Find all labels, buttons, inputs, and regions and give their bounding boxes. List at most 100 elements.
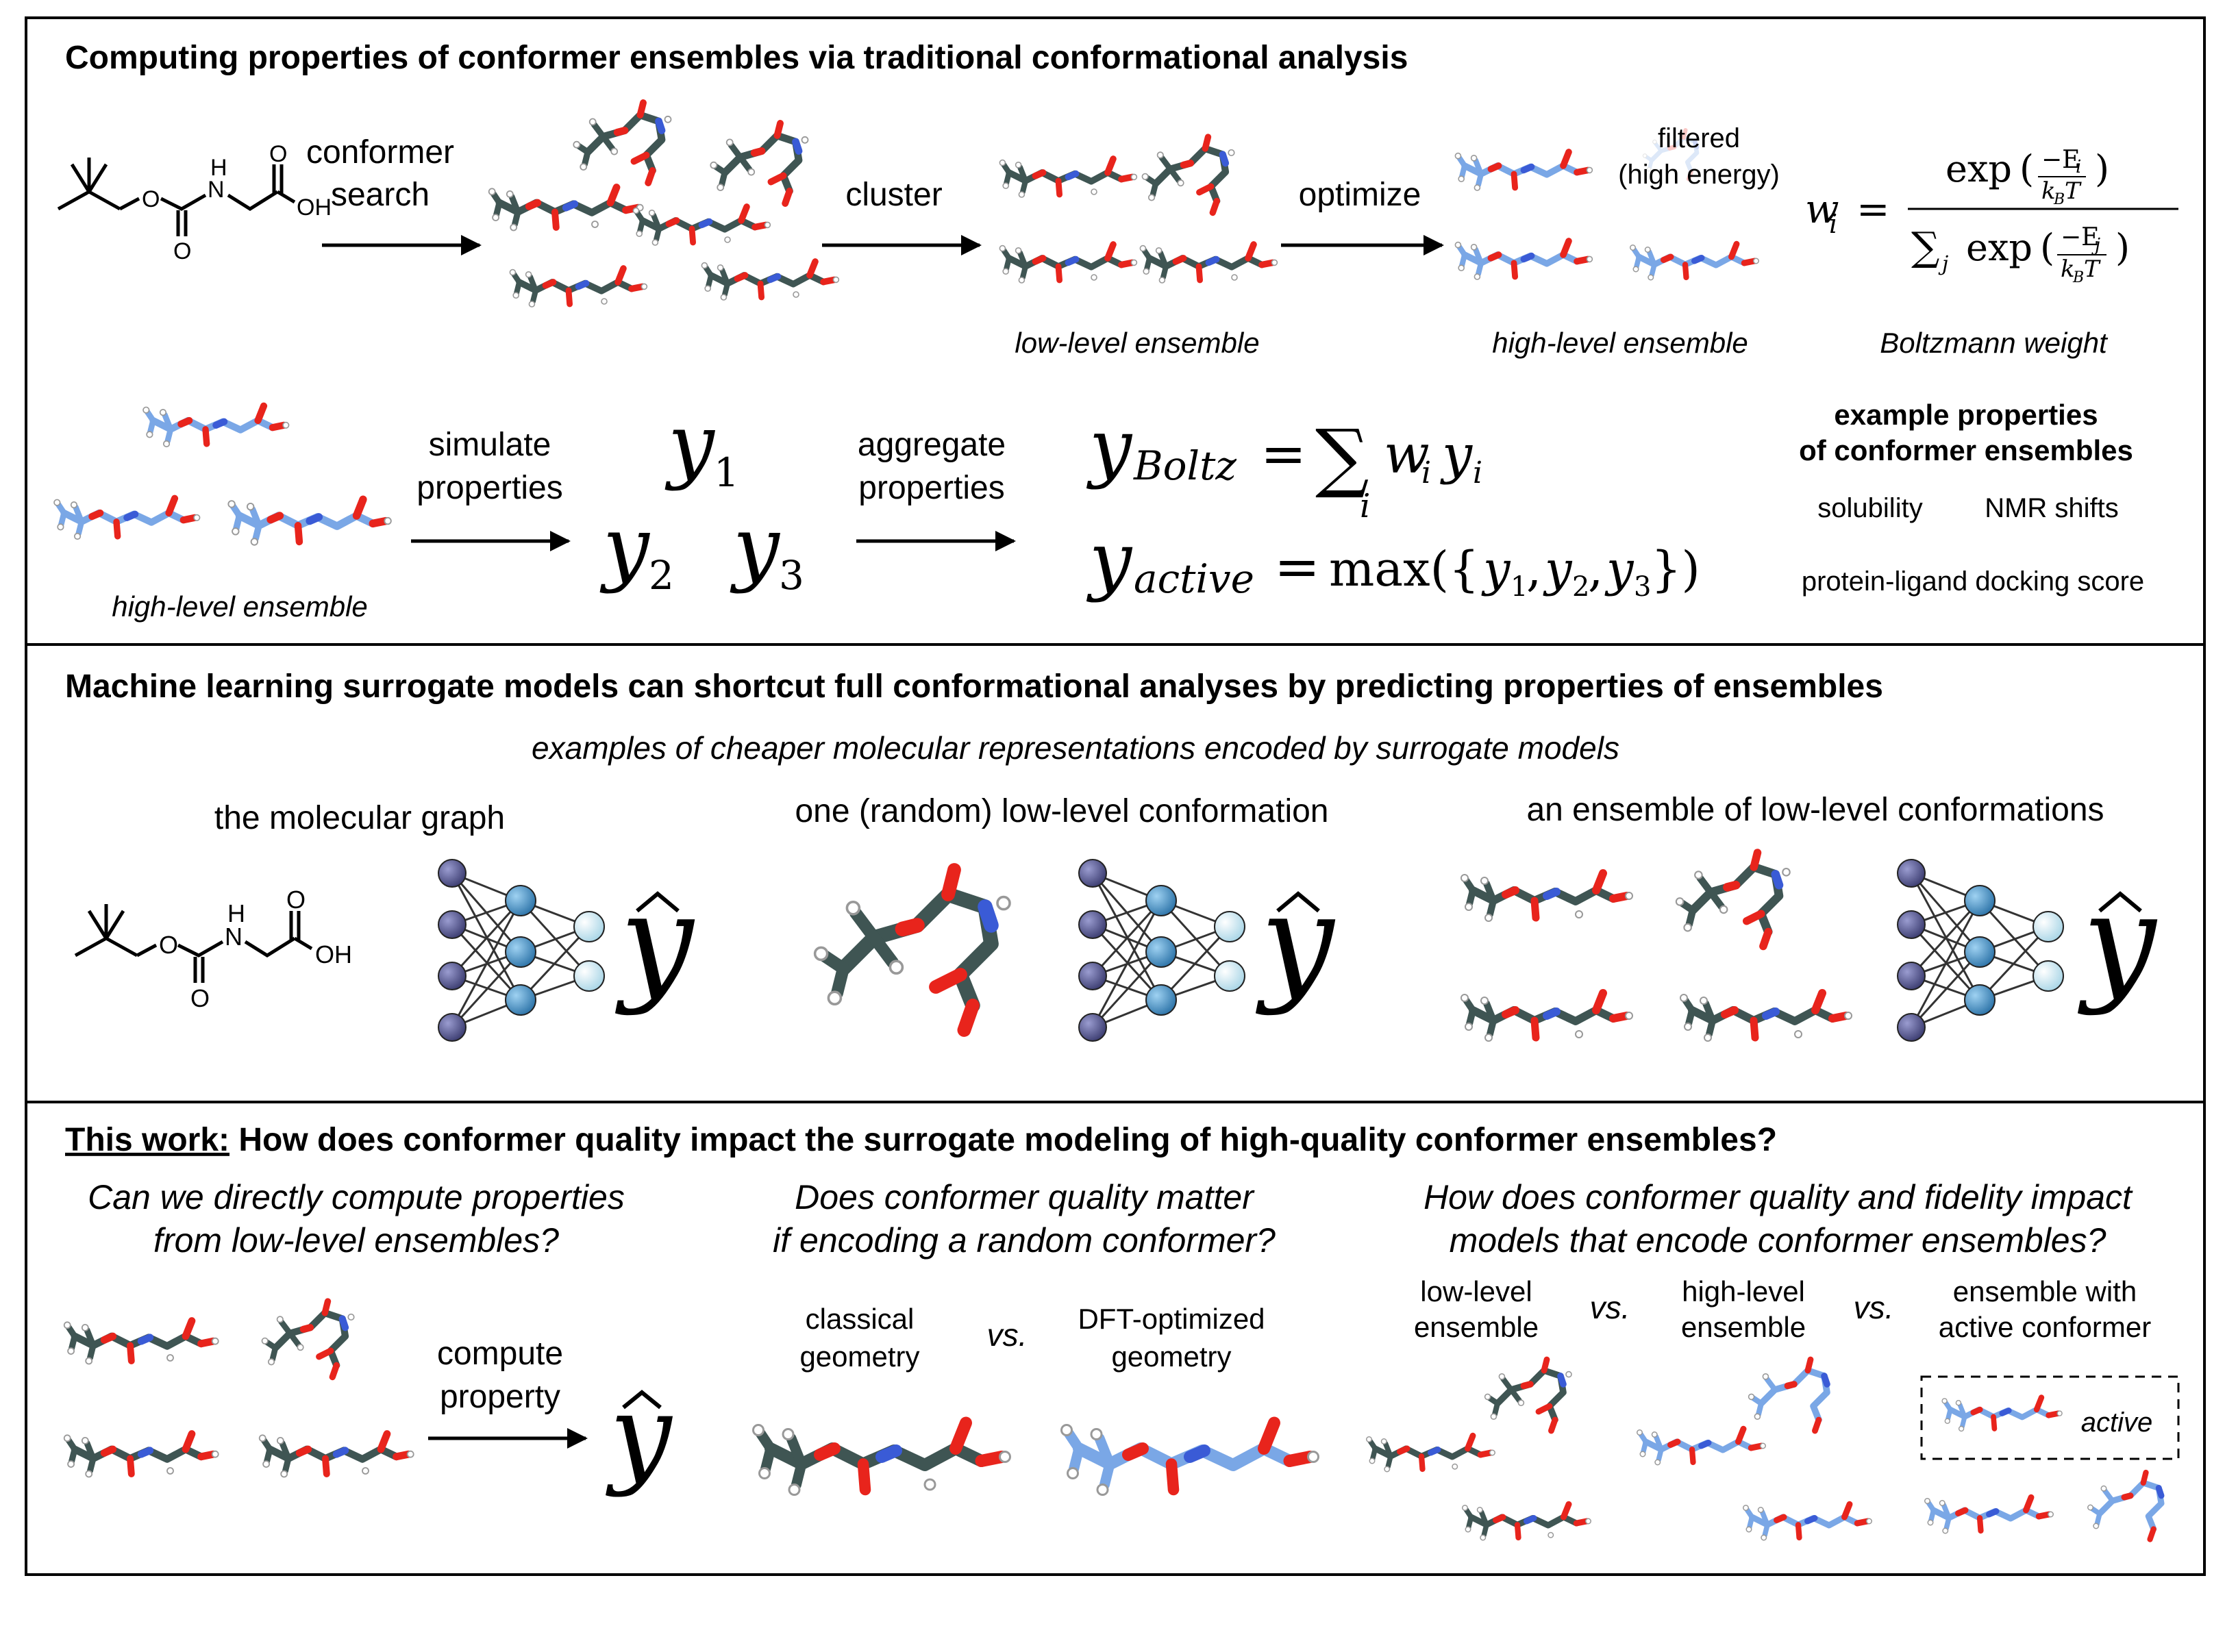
- label-classical-geometry: geometry: [799, 1340, 919, 1373]
- svg-text:(: (: [2040, 226, 2054, 269]
- svg-text:B: B: [2072, 269, 2084, 286]
- atom-label-o: O: [269, 141, 287, 167]
- boltzmann-weight-formula: w i = exp ( −E i k B T ) ∑ j exp ( −E j …: [1805, 146, 2178, 286]
- atom-label-oh: OH: [315, 940, 352, 968]
- filtered-note-reason: (high energy): [1618, 160, 1780, 190]
- svg-text:T: T: [2065, 177, 2082, 205]
- svg-text:y: y: [1543, 541, 1573, 597]
- arrow-label-compute: compute: [437, 1336, 563, 1372]
- svg-text:y: y: [1604, 541, 1634, 597]
- question-3-line1: How does conformer quality and fidelity …: [1424, 1178, 2133, 1216]
- svg-text:1: 1: [1511, 571, 1528, 603]
- example-property-solubility: solubility: [1817, 493, 1922, 523]
- atom-label-h: H: [227, 899, 245, 927]
- svg-text:−E: −E: [2041, 146, 2080, 174]
- low-level-ensemble: [999, 137, 1277, 283]
- y-hat-symbol: y: [614, 866, 695, 1017]
- panel3-title-prefix: This work:: [65, 1122, 229, 1158]
- atom-label-o: O: [190, 984, 210, 1012]
- svg-text:=: =: [1260, 422, 1306, 486]
- svg-text:,: ,: [1588, 541, 1603, 597]
- label-high-level: high-level: [1682, 1275, 1805, 1307]
- svg-text:2: 2: [649, 552, 674, 599]
- neural-network-icon: [437, 858, 606, 1042]
- svg-text:,: ,: [1526, 541, 1541, 597]
- property-values-y1-y2-y3: y 1 y 2 y 3: [599, 397, 804, 599]
- arrow-label-search: search: [331, 177, 430, 213]
- y-hat-symbol: y: [2077, 866, 2158, 1017]
- svg-text:y: y: [1255, 866, 1336, 1017]
- arrow-label-aggregate-properties: properties: [858, 470, 1004, 506]
- svg-text:3: 3: [1634, 571, 1651, 603]
- active-conformer: [1942, 1398, 2062, 1431]
- svg-text:(: (: [2019, 147, 2034, 190]
- label-active-conformer: active conformer: [1939, 1311, 2151, 1343]
- filtered-note: filtered: [1658, 123, 1740, 153]
- svg-text:active: active: [1134, 555, 1254, 602]
- svg-text:=: =: [1856, 186, 1890, 232]
- example-property-nmr: NMR shifts: [1985, 493, 2119, 523]
- question-1-line2: from low-level ensembles?: [153, 1221, 559, 1260]
- svg-text:B: B: [2053, 191, 2065, 208]
- panel3-frame: [25, 1101, 2206, 1576]
- aggregation-formulas: y Boltz = ∑ i w i y i y active = max({ y…: [1086, 403, 1700, 603]
- svg-text:=: =: [1274, 535, 1320, 599]
- question-1-line1: Can we directly compute properties: [88, 1178, 625, 1216]
- svg-text:Boltz: Boltz: [1133, 442, 1236, 489]
- vs-label: vs.: [1854, 1290, 1894, 1325]
- svg-text:y: y: [730, 500, 781, 595]
- svg-text:): ): [2115, 226, 2130, 269]
- atom-label-o: O: [286, 886, 306, 914]
- arrow-label-optimize: optimize: [1299, 177, 1421, 213]
- arrow-label-property: property: [440, 1379, 560, 1415]
- neural-network-icon: [1896, 858, 2065, 1042]
- svg-text:2: 2: [1572, 571, 1589, 603]
- svg-text:y: y: [1086, 403, 1133, 490]
- caption-high-level-ensemble: high-level ensemble: [1492, 327, 1748, 359]
- svg-text:y: y: [606, 1371, 673, 1499]
- label-low-level-ensemble: ensemble: [1414, 1311, 1539, 1343]
- example-property-docking: protein-ligand docking score: [1802, 566, 2144, 597]
- atom-label-o: O: [173, 238, 191, 264]
- rep-random-conformation-label: one (random) low-level conformation: [795, 793, 1328, 829]
- svg-text:i: i: [1473, 455, 1482, 490]
- active-conformer-box: [1920, 1375, 2180, 1460]
- panel2-subtitle: examples of cheaper molecular representa…: [532, 730, 1619, 766]
- svg-text:i: i: [1360, 487, 1370, 525]
- label-ensemble-with: ensemble with: [1953, 1275, 2137, 1307]
- panel3-title: This work: How does conformer quality im…: [65, 1122, 1777, 1158]
- low-level-ensemble-panel3-right: [1367, 1360, 1591, 1540]
- svg-text:}): }): [1651, 541, 1700, 597]
- atom-label-o: O: [142, 186, 160, 212]
- svg-text:y: y: [1440, 424, 1473, 486]
- atom-label-n: N: [208, 177, 225, 203]
- svg-text:y: y: [614, 866, 695, 1017]
- svg-text:y: y: [599, 500, 651, 595]
- atom-label-o: O: [159, 931, 178, 959]
- low-level-ensemble-panel2: [1461, 853, 1852, 1041]
- label-classical: classical: [806, 1303, 915, 1335]
- arrow-label-cluster: cluster: [845, 177, 942, 213]
- svg-text:exp: exp: [1946, 147, 2012, 190]
- conformer-search-cloud: [489, 103, 839, 307]
- svg-text:y: y: [664, 397, 716, 492]
- arrow-label-conformer: conformer: [306, 134, 454, 171]
- panel3-title-rest: How does conformer quality impact the su…: [229, 1122, 1777, 1158]
- example-properties-title: example properties: [1834, 399, 2098, 431]
- ensemble-with-active: [1925, 1473, 2161, 1540]
- svg-text:i: i: [1829, 209, 1837, 239]
- y-hat-symbol: y: [606, 1371, 673, 1499]
- caption-boltzmann-weight: Boltzmann weight: [1880, 327, 2109, 359]
- svg-text:1: 1: [714, 449, 739, 496]
- example-properties-title-2: of conformer ensembles: [1799, 434, 2133, 466]
- boc-glycine-skeletal-formula: O O N H O OH: [58, 141, 332, 264]
- label-dft-optimized: DFT-optimized: [1078, 1303, 1265, 1335]
- atom-label-n: N: [225, 923, 243, 951]
- svg-text:k: k: [2061, 255, 2075, 283]
- vs-label: vs.: [1590, 1290, 1630, 1325]
- svg-text:i: i: [1421, 455, 1431, 490]
- label-low-level: low-level: [1420, 1275, 1532, 1307]
- svg-text:k: k: [2041, 177, 2056, 205]
- svg-text:w: w: [1384, 424, 1430, 486]
- panel2-title: Machine learning surrogate models can sh…: [65, 668, 1883, 705]
